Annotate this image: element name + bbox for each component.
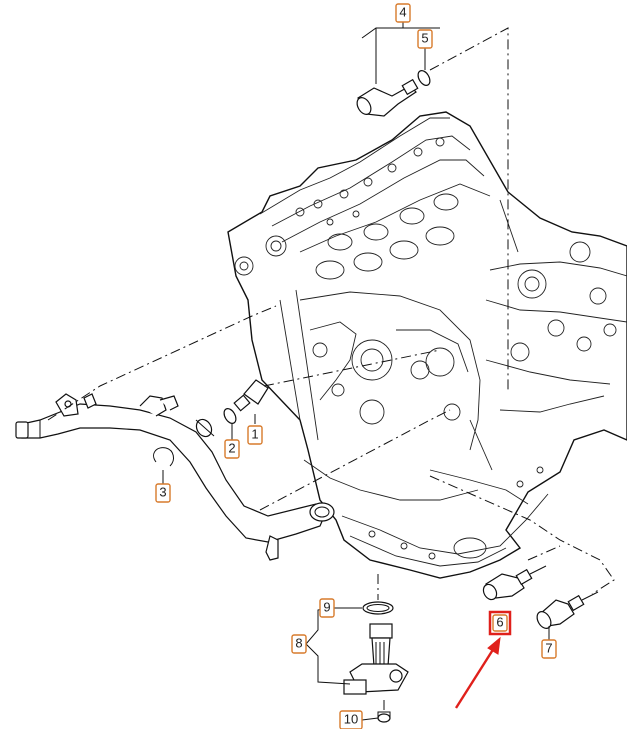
callout-5-label: 5	[421, 30, 428, 45]
callout-1: 1	[247, 425, 263, 445]
callout-8-label: 8	[295, 635, 302, 650]
callout-7-label: 7	[545, 640, 552, 655]
engine-block	[227, 111, 627, 579]
callout-2: 2	[224, 439, 240, 459]
oil-temperature-sensor-7	[536, 591, 599, 629]
red-pointer-arrow	[454, 636, 501, 709]
callout-3: 3	[155, 483, 171, 503]
highlight-box	[488, 610, 512, 636]
callout-6: 6	[492, 614, 508, 632]
seal-ring-2	[223, 408, 237, 424]
seal-ring-5	[417, 70, 431, 86]
callout-10-label: 10	[344, 711, 358, 726]
callout-7: 7	[541, 639, 557, 659]
leader-lines	[162, 20, 550, 721]
oil-pressure-sensor-6	[482, 565, 547, 601]
callout-4: 4	[395, 3, 411, 23]
assembly-lines	[47, 27, 615, 714]
callout-2-label: 2	[228, 440, 235, 455]
callout-6-highlight: 6	[488, 610, 512, 636]
callout-1-label: 1	[251, 426, 258, 441]
callout-8: 8	[291, 634, 307, 654]
coolant-pipe	[15, 393, 335, 561]
callout-6-label: 6	[496, 614, 503, 629]
callout-9-label: 9	[323, 599, 330, 614]
o-ring-9	[362, 601, 394, 615]
temperature-sensor-1	[233, 379, 269, 412]
callout-4-label: 4	[399, 4, 406, 19]
pipe-clamp	[195, 418, 215, 438]
callout-9: 9	[319, 598, 335, 618]
callout-3-label: 3	[159, 484, 166, 499]
bolt-10	[377, 711, 391, 723]
oil-level-sensor-8	[343, 623, 409, 695]
callout-5: 5	[417, 29, 433, 49]
sensor-4	[356, 78, 419, 117]
callout-10: 10	[339, 710, 363, 729]
